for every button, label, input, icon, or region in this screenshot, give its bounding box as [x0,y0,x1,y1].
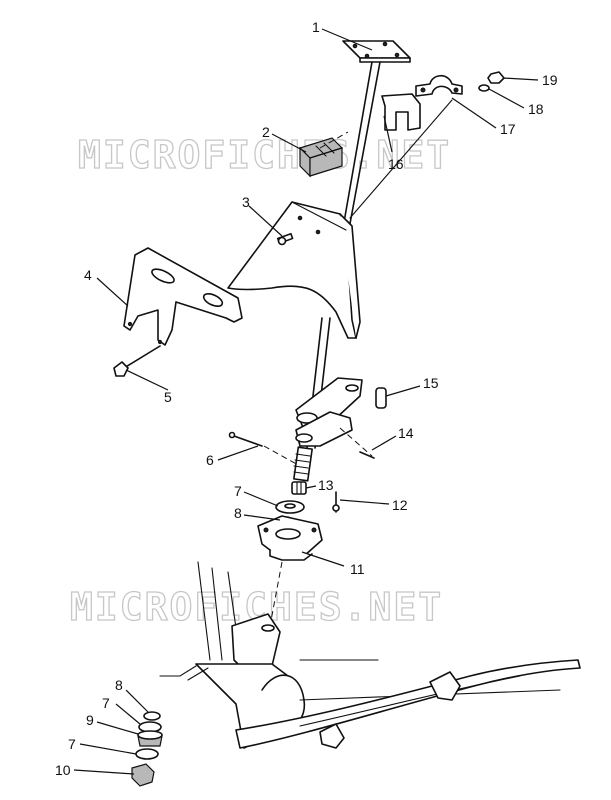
part-10-castle-nut [131,763,155,787]
callout-7-upper: 7 [234,483,242,499]
part-18-washer [478,84,490,92]
callout-7-lower-a: 7 [102,695,110,711]
callout-7-lower-b: 7 [68,736,76,752]
callout-6: 6 [206,452,214,468]
callout-5: 5 [164,389,172,405]
callout-8-upper: 8 [234,505,242,521]
callout-18: 18 [528,101,544,117]
chassis-frame [159,561,581,749]
callout-17: 17 [500,121,516,137]
leader-lines [73,28,539,775]
part-3-screw [276,232,294,246]
part-14-pin [359,451,375,459]
part-6-cotter-pin [228,431,263,447]
callout-labels: 1 2 3 4 5 6 7 8 11 12 13 14 15 16 17 18 … [55,19,558,778]
part-13-castle-nut [291,481,307,495]
callout-9: 9 [86,712,94,728]
part-4-bracket [123,247,243,346]
part-17-clamp [415,74,463,97]
part-9-bushing [137,730,163,747]
callout-12: 12 [392,497,408,513]
callout-2: 2 [262,124,270,140]
part-12-fitting [332,491,340,513]
callout-16: 16 [388,156,404,172]
threaded-end [293,446,313,482]
part-7-washer-lower-b [135,748,159,760]
callout-8-lower: 8 [115,677,123,693]
part-19-nut [487,71,505,84]
callout-10: 10 [55,762,71,778]
callout-1: 1 [312,19,320,35]
part-16-bracket-block [381,93,421,153]
watermark-top: MICROFICHES.NET [78,133,451,177]
column-mount-panel [227,201,361,339]
callout-4: 4 [84,267,92,283]
callout-3: 3 [242,194,250,210]
callout-13: 13 [318,477,334,493]
callout-11: 11 [350,561,365,577]
callout-19: 19 [542,72,558,88]
callout-15: 15 [423,375,439,391]
part-7-washer-upper [275,500,305,514]
part-11-bearing-housing [257,515,323,561]
part-5-bolt [113,345,161,377]
tie-rod-plate [295,411,353,447]
part-8-washer-lower [143,711,161,721]
callout-14: 14 [398,425,414,441]
